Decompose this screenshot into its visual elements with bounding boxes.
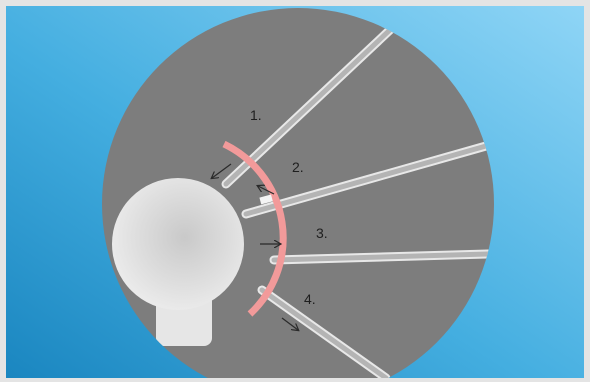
instrument-3 xyxy=(274,254,488,260)
step-label-2: 2. xyxy=(292,159,304,175)
step-label-4: 4. xyxy=(304,291,316,307)
step-label-1: 1. xyxy=(250,107,262,123)
diagram-svg: 1. 2. 3. 4. xyxy=(6,6,584,378)
step-label-3: 3. xyxy=(316,225,328,241)
diagram-panel: 1. 2. 3. 4. xyxy=(6,6,584,378)
